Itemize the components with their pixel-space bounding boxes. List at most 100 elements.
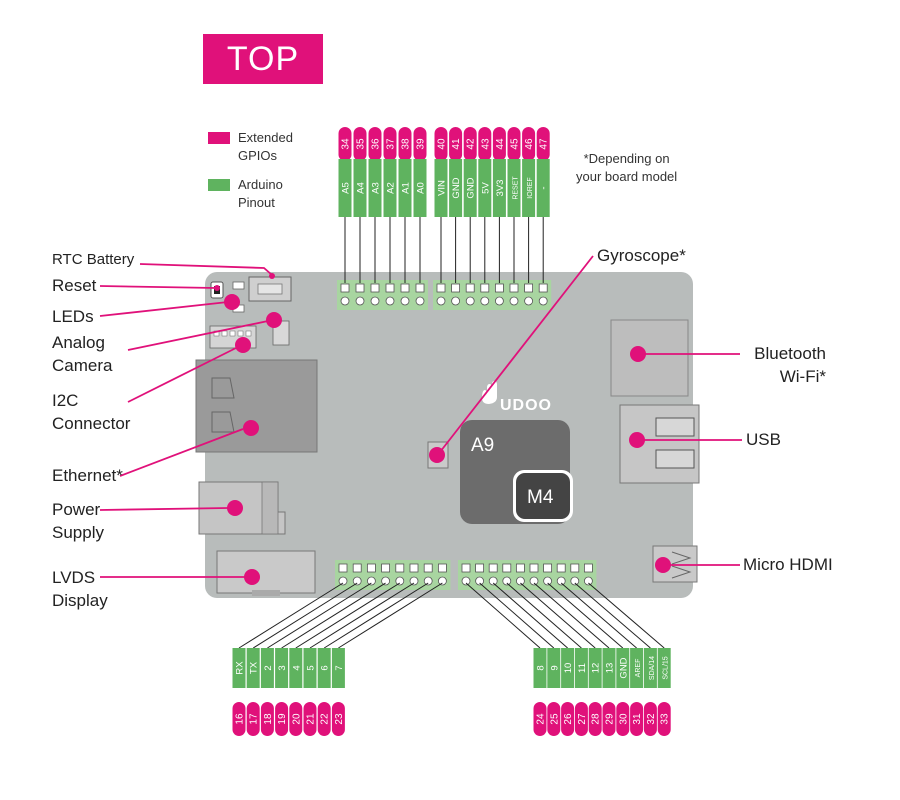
pin-leader-line	[252, 582, 358, 649]
arduino-pin-tag	[588, 648, 602, 688]
arduino-pin-tag	[630, 648, 644, 688]
bottom-right-header-pin-b	[516, 576, 525, 586]
arduino-pin-tag	[232, 648, 246, 688]
bottom-right-header-pin-a	[475, 563, 485, 573]
bottom-right-header-pin-b	[502, 576, 512, 586]
ext-pin-number: 46	[524, 138, 535, 150]
pin-leader-line	[547, 582, 624, 649]
arduino-pin-name: A2	[386, 182, 397, 194]
top-left-header-pin-a	[370, 283, 380, 293]
bottom-right-header-pin-b	[584, 576, 593, 586]
ext-pin-tag	[368, 127, 382, 161]
arduino-pin-name: 5	[306, 665, 317, 670]
ext-pin-number: 25	[549, 713, 560, 725]
ext-pin-number: 38	[401, 138, 412, 150]
bottom-left-header-pin-a	[381, 563, 391, 573]
bottom-right-header-pin-a	[502, 563, 512, 573]
pin-leader-line	[560, 582, 637, 649]
arduino-pin-name: A0	[416, 182, 427, 194]
ext-pin-number: 35	[356, 138, 367, 150]
leds-leader	[99, 301, 229, 317]
pin-leader-line	[238, 582, 344, 649]
arduino-pin-name: SDA/14	[649, 656, 656, 680]
arduino-pin-name: GND	[451, 177, 462, 198]
arduino-pin-name: AREF	[635, 659, 642, 678]
top-left-header-pin-a	[340, 283, 350, 293]
bottom-right-header-pin-b	[543, 576, 552, 586]
pin-leader-line	[465, 582, 541, 649]
bottom-right-header-pin-b	[475, 576, 485, 586]
arduino-pin-tag	[383, 159, 397, 217]
ext-pin-tag	[478, 127, 492, 161]
leds-dot	[224, 294, 240, 310]
bottom-right-header-pin-a	[543, 563, 552, 573]
ext-pin-number: 16	[235, 713, 246, 725]
ext-pin-number: 34	[341, 138, 352, 150]
analog-camera-leader	[127, 320, 269, 351]
bottom-right-header-pin-a	[584, 563, 593, 573]
i2c-connector-leader	[127, 346, 239, 403]
leds-label: LEDs	[52, 307, 94, 326]
bottom-right-header-pin-b	[529, 576, 539, 586]
i2c-pin	[229, 330, 236, 337]
arduino-pin-name: RESET	[513, 176, 520, 200]
power-supply-dot	[227, 500, 243, 516]
arduino-pin-tag	[413, 159, 427, 217]
ext-pin-tag	[338, 127, 352, 161]
top-left-header-pin-b	[340, 296, 350, 306]
led	[232, 281, 245, 290]
top-right-header-pin-a	[465, 283, 475, 293]
arduino-pin-name: 3	[277, 665, 288, 670]
ext-pin-number: 31	[632, 713, 643, 725]
ext-pin-tag	[507, 127, 521, 161]
ext-pin-number: 44	[495, 138, 506, 150]
ext-pin-tag	[657, 702, 671, 736]
arduino-pin-name: A3	[371, 182, 382, 194]
bottom-left-header-pin-b	[338, 576, 348, 586]
pin-leader-line	[492, 582, 568, 649]
i2c-pin	[245, 330, 252, 337]
arduino-pin-name: 3V3	[495, 180, 506, 197]
arduino-pin-name: 8	[536, 665, 547, 670]
ext-pin-tag	[398, 127, 412, 161]
arduino-pin-name: A4	[356, 182, 367, 194]
arduino-pin-tag	[289, 648, 303, 688]
bottom-left-header-pin-b	[409, 576, 419, 586]
arduino-pin-name: 11	[577, 663, 588, 673]
bottom-right-header-pin-a	[556, 563, 566, 573]
ext-pin-tag	[536, 127, 550, 161]
arduino-pin-tag	[331, 648, 345, 688]
ext-pin-tag	[303, 702, 317, 736]
bottom-left-header-pin-b	[437, 576, 447, 586]
pin-leader-line	[323, 582, 429, 649]
ext-pin-tag	[574, 702, 588, 736]
ext-pin-number: 26	[563, 713, 574, 725]
ext-pin-number: 45	[510, 138, 521, 150]
ext-pin-number: 29	[605, 713, 616, 725]
rtc-battery-dot	[269, 273, 275, 279]
arduino-pin-tag	[449, 159, 463, 217]
arduino-pin-name: 12	[591, 663, 602, 674]
arduino-pin-tag	[602, 648, 616, 688]
top-right-header-pin-b	[524, 296, 533, 306]
ext-pin-number: 18	[263, 713, 274, 725]
arduino-pin-name: GND	[618, 657, 629, 678]
bottom-left-header-pin-a	[395, 563, 405, 573]
bottom-right-header-pin-a	[570, 563, 580, 573]
ext-pin-number: 28	[591, 713, 602, 725]
legend-arduino-swatch	[208, 179, 230, 191]
ext-pin-tag	[522, 127, 536, 161]
ext-pin-tag	[449, 127, 463, 161]
bluetooth-wifi-dot	[630, 346, 646, 362]
bottom-right-header-pin-b	[570, 576, 580, 586]
ext-pin-number: 42	[466, 138, 477, 150]
arduino-pin-name: 10	[563, 663, 574, 674]
bottom-right-header-pin-a	[529, 563, 539, 573]
top-right-header-pin-b	[480, 296, 490, 306]
usb-dot	[629, 432, 645, 448]
arduino-pin-tag	[522, 159, 536, 217]
pin-leader-line	[574, 582, 651, 649]
top-right-header-pin-a	[509, 283, 519, 293]
arduino-pin-tag	[657, 648, 671, 688]
reset-dot	[214, 285, 220, 291]
